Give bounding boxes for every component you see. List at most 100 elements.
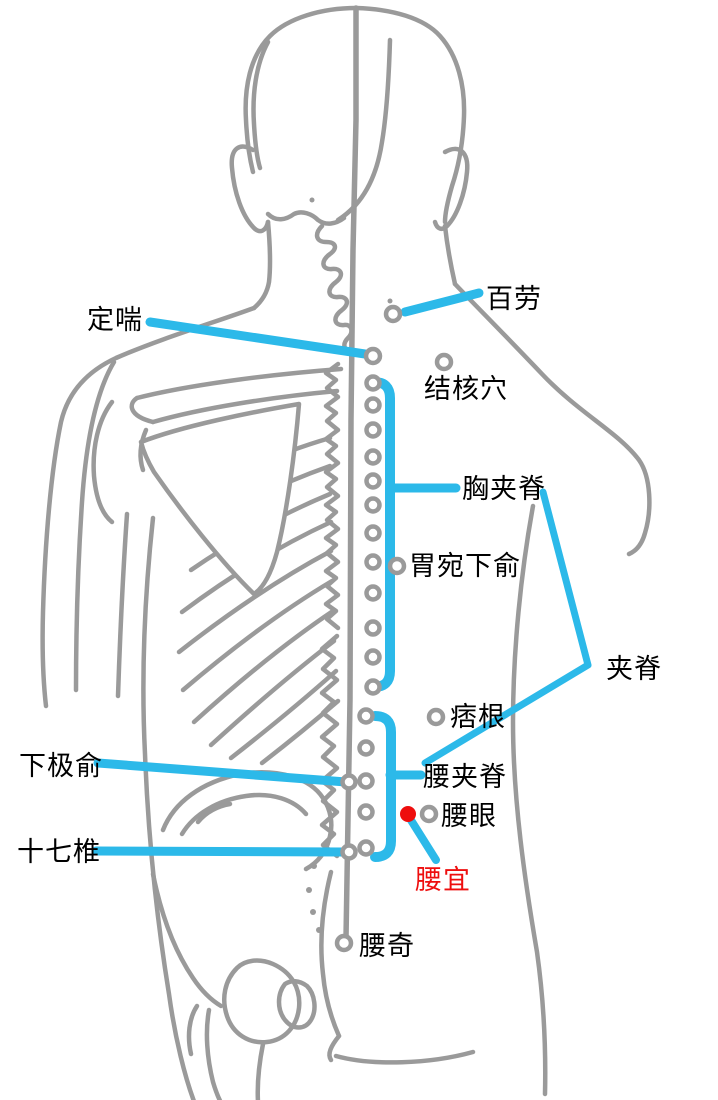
jiaji-leader [421, 488, 592, 767]
thoracic-spinous-zigzag [323, 361, 341, 631]
sacrum-edge [319, 869, 342, 1039]
rib-line [180, 578, 335, 693]
rib-line [208, 638, 337, 748]
xiajishu-leader [93, 758, 351, 787]
head-outline-right [353, 5, 467, 225]
thoracic-jiaji-points [364, 448, 382, 466]
left-arm-seam [73, 359, 117, 693]
label-yaoyan: 腰眼 [441, 801, 497, 832]
yaoyan-point [419, 804, 439, 824]
shiqizhui-point [340, 843, 358, 861]
thoracic-jiaji-points [364, 472, 382, 490]
skull-dot [309, 197, 315, 203]
cervical-vertebrae-squiggle [314, 223, 354, 355]
lumbar-jiaji-points [357, 707, 375, 725]
bailao-leader [400, 288, 484, 317]
lumbar-jiaji-points [357, 772, 375, 790]
dingchuan-point [363, 346, 383, 366]
femur-inner-line [255, 1041, 266, 1100]
lumbar-jiaji-points [357, 803, 375, 821]
scapular-spine-bottom [150, 388, 340, 425]
yaoyi-point [400, 806, 416, 822]
right-neck-line [442, 223, 458, 287]
sacral-dot [310, 909, 316, 915]
iliac-detail-arc [195, 801, 233, 825]
label-shiqizhui: 十七椎 [17, 837, 101, 868]
shoulder-joint-detail [138, 427, 149, 473]
skull-inner-line [251, 39, 271, 171]
acupoints-layer [334, 298, 454, 953]
lumbar-jiaji-bracket [370, 711, 396, 862]
lumbar-jiaji-points [357, 739, 375, 757]
thoracic-jiaji-points [364, 374, 382, 392]
left-shoulder-arm-outline [40, 305, 257, 709]
label-xiajishu: 下极俞 [19, 751, 103, 782]
label-jiehexue: 结核穴 [424, 374, 508, 405]
bailao-upper-dot [387, 298, 393, 304]
xiajishu-point [340, 773, 358, 791]
jiehexue-point [434, 352, 454, 372]
head-outline-left [243, 5, 359, 175]
rib-line [176, 548, 334, 655]
thoracic-jiaji-points [364, 524, 382, 542]
spine-midline [343, 5, 359, 941]
left-inner-arm-line [115, 511, 130, 699]
anatomy-sketch [40, 5, 652, 1100]
label-yaoqi: 腰奇 [359, 931, 415, 962]
thoracic-jiaji-points [364, 553, 382, 571]
sacral-dot [306, 887, 312, 893]
sacral-foramina [306, 863, 322, 933]
scapular-spine-top [134, 366, 344, 401]
skull-suture-line [335, 37, 393, 223]
label-yaoyi: 腰宜 [415, 865, 471, 896]
label-xiongjiaji: 胸夹脊 [462, 474, 546, 505]
label-bailao: 百劳 [486, 284, 542, 315]
label-weiwanxiashu: 胃宛下俞 [409, 551, 521, 582]
thoracic-jiaji-points [364, 648, 382, 666]
pigen-point [426, 707, 446, 727]
lumbar-jiaji-points [357, 839, 375, 857]
label-jiaji: 夹脊 [606, 654, 662, 685]
ischium-foramen [276, 979, 317, 1030]
labels-layer: 定喘 百劳 结核穴 胸夹脊 胃宛下俞 夹脊 痞根 下极俞 腰夹脊 腰眼 十七椎 … [17, 284, 662, 962]
bailao-point [383, 304, 403, 324]
rib-line [228, 668, 339, 761]
thoracic-jiaji-points [364, 584, 382, 602]
label-yaojiaji: 腰夹脊 [423, 762, 507, 793]
coccyx-curl [327, 1033, 342, 1063]
rib-line [191, 608, 336, 725]
right-shoulder-outline [452, 281, 652, 557]
thoracic-jiaji-points [364, 619, 382, 637]
iliac-crest-outer [160, 770, 334, 872]
trochanter-line [186, 1003, 200, 1057]
yaoqi-point [334, 933, 354, 953]
acromion-cap [129, 395, 156, 425]
weiwanxiashu-point [387, 556, 407, 576]
leader-lines-layer [91, 288, 592, 864]
occiput-squiggle [265, 210, 347, 226]
dingchuan-leader [145, 317, 370, 359]
thoracic-jiaji-points [364, 678, 382, 696]
right-ear [432, 146, 470, 231]
left-torso-edge [141, 515, 196, 1100]
sacral-dot [316, 927, 322, 933]
right-waist-contour [510, 503, 548, 1097]
yaoyi-leader [405, 813, 440, 864]
scapula-blade [138, 401, 302, 597]
shiqizhui-leader [91, 846, 349, 857]
thoracic-jiaji-points [364, 496, 382, 514]
sacral-dot [311, 863, 317, 869]
left-neck-line [251, 219, 273, 311]
femur-shaft-line [204, 1007, 223, 1100]
buttock-crease [333, 1049, 476, 1065]
left-ear [229, 144, 271, 234]
thoracic-jiaji-bracket [369, 377, 395, 692]
label-dingchuan: 定喘 [87, 305, 143, 336]
thoracic-jiaji-points [364, 396, 382, 414]
label-pigen: 痞根 [450, 702, 506, 733]
iliac-crest-inner [179, 792, 309, 837]
femur-head [222, 958, 302, 1045]
lumbar-spinous-zigzag [319, 633, 340, 859]
